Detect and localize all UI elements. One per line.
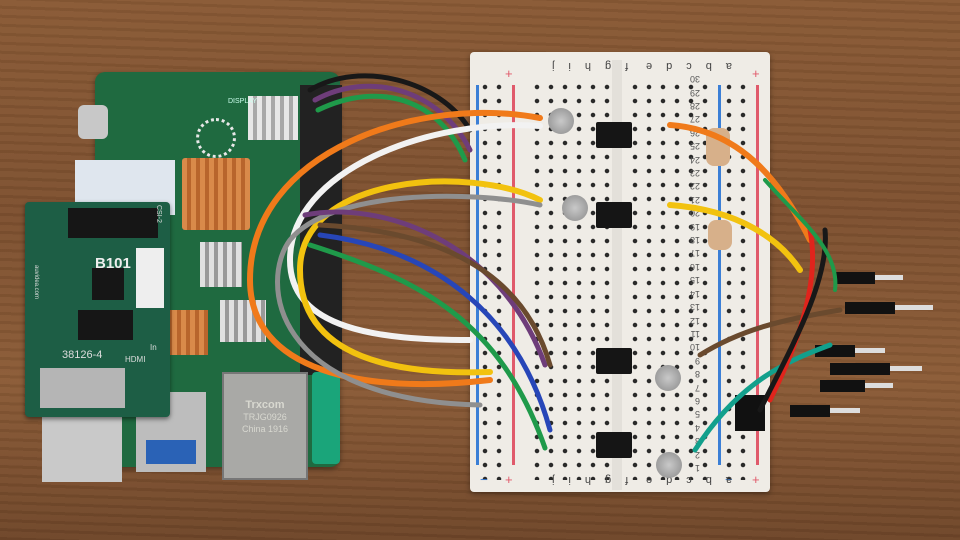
resistor [708, 220, 732, 250]
yellow-wire [296, 178, 543, 376]
terminal-strip-right [628, 80, 708, 480]
jumper-pin [820, 380, 865, 392]
jumper-connector-block [735, 395, 765, 431]
optocoupler-ic [596, 348, 632, 374]
rail-plus-label: + [505, 472, 513, 487]
model-label: B101 [95, 255, 131, 272]
purple-wire [302, 209, 548, 368]
hdmi-port [40, 368, 125, 408]
white-wire [286, 122, 543, 343]
jumper-pin [835, 272, 875, 284]
brown-wire [697, 307, 843, 358]
jumper-pin [830, 363, 890, 375]
raspberry-logo-icon [196, 118, 236, 158]
jumper-pin-tip [895, 305, 933, 310]
ceramic-capacitor [548, 108, 574, 134]
grey-wire [275, 193, 543, 408]
rail-plus-label: + [752, 472, 760, 487]
ethernet-origin: China 1916 [241, 424, 289, 434]
rail-positive-line [512, 85, 515, 465]
jumper-pin-tip [875, 275, 903, 280]
blue-wire [317, 232, 553, 433]
usb-c-port [78, 105, 108, 139]
ceramic-capacitor [656, 452, 682, 478]
jumper-pin [790, 405, 830, 417]
ethernet-jack: Trxcom TRJG0926 China 1916 [222, 372, 308, 480]
rail-minus-label: − [725, 472, 733, 487]
ceramic-capacitor [655, 365, 681, 391]
jumper-pin-tip [830, 408, 860, 413]
optocoupler-ic [596, 432, 632, 458]
jumper-pin-tip [890, 366, 922, 371]
rail-plus-label: + [752, 66, 760, 81]
center-channel [612, 60, 622, 490]
copper-heatsink [182, 158, 250, 230]
green-wire [763, 178, 838, 292]
ethernet-brand: Trxcom [245, 399, 285, 411]
in-label: In [150, 343, 157, 352]
usb3-blue-insert [146, 440, 196, 464]
rail-negative-line [476, 85, 479, 465]
jumper-pin [845, 302, 895, 314]
hdmi-receiver-chip [78, 310, 133, 340]
bridge-chip [92, 268, 124, 300]
fpc-connector [136, 248, 164, 308]
jumper-pin-tip [855, 348, 885, 353]
ethernet-model: TRJG0926 [243, 412, 287, 422]
usb2-ports [42, 410, 122, 482]
brown-wire [317, 222, 553, 368]
copper-heatsink [163, 310, 208, 355]
green-wire [307, 242, 548, 451]
csi-label: CSI-2 [155, 205, 162, 223]
yellow-wire [667, 202, 803, 273]
part-label: 38126-4 [62, 349, 103, 361]
hdmi-label: HDMI [125, 355, 146, 364]
rail-positive-line [756, 85, 759, 465]
rail-minus-label: − [480, 472, 488, 487]
optocoupler-ic [596, 122, 632, 148]
rail-plus-label: + [505, 66, 513, 81]
green-wire [315, 93, 468, 163]
rail-negative-line [718, 85, 721, 465]
aluminium-heatsink [200, 242, 242, 287]
teal-wire [692, 342, 833, 453]
display-silkscreen: DISPLAY [228, 98, 258, 105]
website-label: auvidea.com [33, 265, 39, 300]
orange-wire [246, 109, 543, 388]
optocoupler-ic [596, 202, 632, 228]
csi-connector [68, 208, 158, 238]
jumper-pin-tip [865, 383, 893, 388]
aluminium-heatsink [248, 96, 298, 140]
ceramic-capacitor [562, 195, 588, 221]
green-pcb-strip [312, 372, 340, 464]
